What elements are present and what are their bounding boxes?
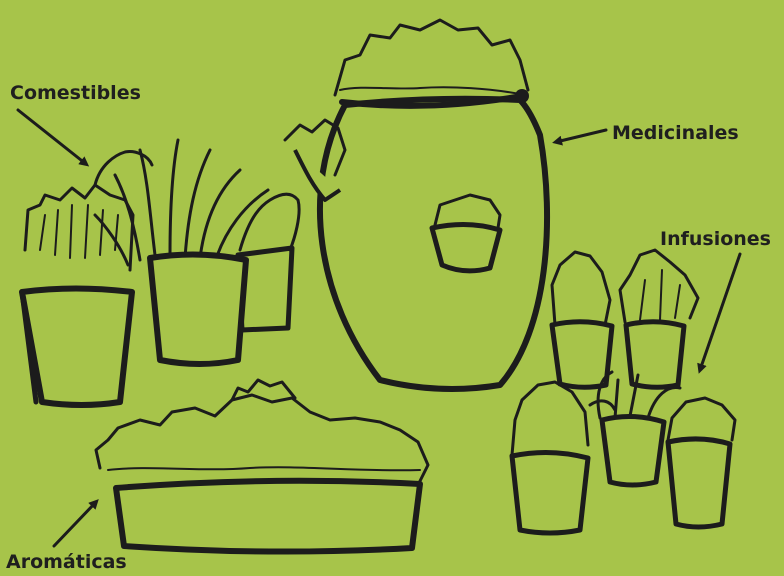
jar-body [320, 99, 547, 389]
pot-back-left [552, 322, 612, 388]
comestibles-pots [22, 140, 299, 405]
middle-pot [150, 254, 246, 364]
label-medicinales: Medicinales [612, 124, 739, 143]
label-comestibles: Comestibles [10, 84, 141, 103]
pot-front-right [668, 439, 730, 527]
planter-box [116, 481, 420, 552]
pot-back-right [626, 322, 684, 388]
label-infusiones: Infusiones [660, 230, 771, 249]
aromaticas-planter [96, 380, 428, 552]
infusiones-pots [512, 250, 735, 533]
jar-pocket [432, 224, 500, 270]
arrow-aromaticas [54, 502, 96, 546]
label-aromaticas: Aromáticas [6, 553, 127, 572]
left-pot [22, 289, 132, 406]
pot-front-middle [602, 416, 664, 485]
arrow-comestibles [18, 110, 86, 164]
arrow-infusiones [700, 254, 740, 370]
pot-front-left [512, 452, 588, 533]
medicinales-jar [285, 20, 547, 389]
arrow-medicinales [556, 130, 606, 142]
